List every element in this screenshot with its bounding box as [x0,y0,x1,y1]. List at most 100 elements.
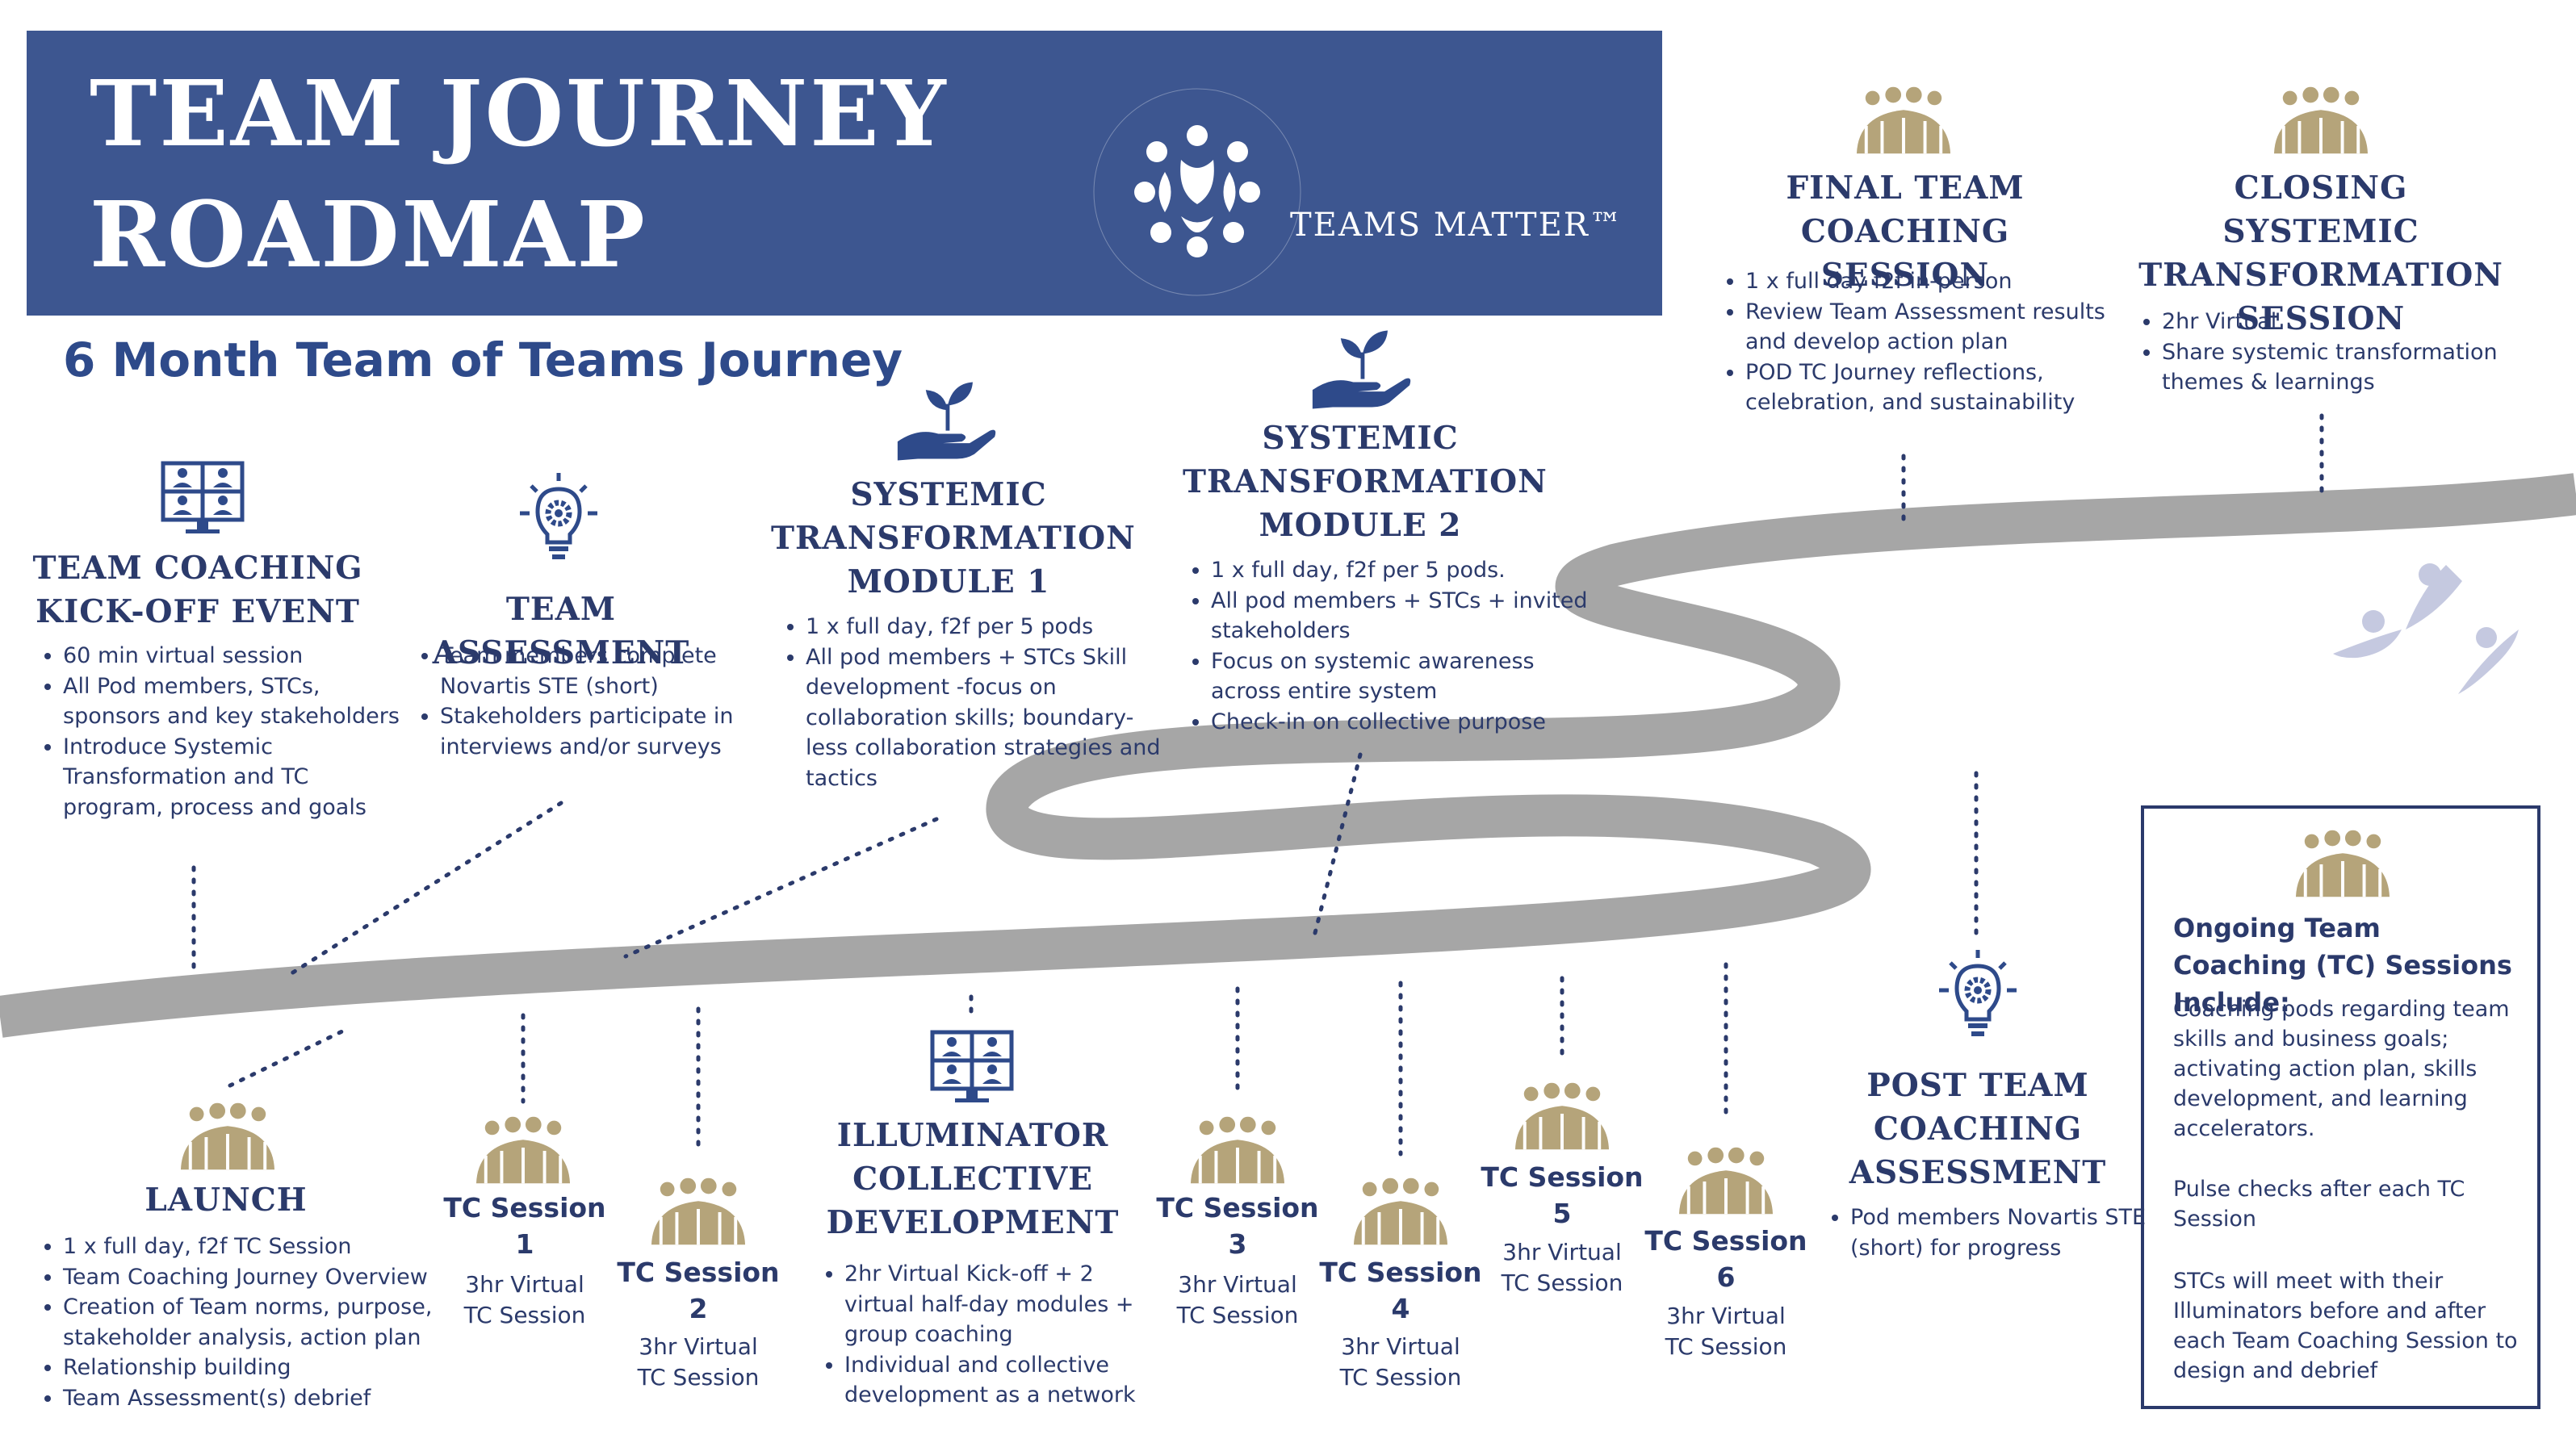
closing-title: CLOSING SYSTEMIC TRANSFORMATION SESSION [2135,166,2507,341]
tc-session-desc-line: 3hr Virtual [1341,1333,1460,1360]
bullet: 2hr Virtual [2162,307,2541,337]
group-icon [1514,1081,1611,1151]
tc-session-title: TC Session [1481,1161,1644,1193]
group-icon [1855,86,1952,155]
title-line-2: ROADMAP [90,182,647,288]
group-icon [2294,829,2391,898]
video-conference-icon [927,1029,1017,1105]
tc-session-3-desc: 3hr Virtual TC Session [1149,1269,1326,1331]
bullet: All pod members + STCs + invited stakeho… [1211,586,1590,646]
page-subtitle: 6 Month Team of Teams Journey [63,333,903,387]
ongoing-coaching-panel: Ongoing Team Coaching (TC) Sessions Incl… [2141,805,2540,1409]
bullet: Pod members Novartis STE (short) for pro… [1850,1202,2157,1263]
tc-session-desc-line: TC Session [1339,1364,1462,1391]
launch-title-line: LAUNCH [145,1182,308,1219]
tc-session-number: 2 [689,1293,708,1324]
post-assessment-title-line: COACHING [1873,1110,2083,1148]
bullet: Check-in on collective purpose [1211,707,1590,738]
bullet: 2hr Virtual Kick-off + 2 virtual half-da… [844,1259,1167,1350]
tc-session-number: 4 [1391,1293,1410,1324]
group-icon [1678,1146,1774,1215]
tc-session-desc-line: 3hr Virtual [465,1271,584,1298]
tc-session-desc-line: 3hr Virtual [1666,1303,1786,1329]
tc-session-desc-line: TC Session [1501,1269,1623,1296]
illuminator-title: ILLUMINATOR COLLECTIVE DEVELOPMENT [795,1114,1150,1244]
group-icon [475,1115,572,1185]
tc-session-desc-line: 3hr Virtual [1178,1271,1297,1298]
closing-bullets: 2hr Virtual Share systemic transformatio… [2138,307,2541,398]
tc-session-2-desc: 3hr Virtual TC Session [609,1332,787,1393]
final-title-line: FINAL TEAM [1786,169,2025,207]
illuminator-title-line: DEVELOPMENT [826,1204,1120,1241]
tc-session-desc-line: 3hr Virtual [639,1333,758,1360]
lightbulb-gear-icon [1931,948,2025,1039]
post-assessment-title-line: POST TEAM [1866,1067,2089,1104]
tc-session-title: TC Session [1644,1225,1807,1257]
ongoing-heading: Ongoing Team Coaching (TC) Sessions Incl… [2173,913,2512,1018]
tc-session-desc-line: 3hr Virtual [1502,1239,1622,1265]
tc-session-6-label: TC Session 6 [1637,1223,1815,1295]
post-assessment-bullets: Pod members Novartis STE (short) for pro… [1826,1202,2157,1263]
tc-session-number: 3 [1228,1228,1247,1260]
kickoff-title-line: TEAM COACHING [32,550,363,587]
tc-session-4-label: TC Session 4 [1312,1254,1489,1327]
bullet: All pod members + STCs Skill development… [806,642,1161,794]
launch-bullets: 1 x full day, f2f TC Session Team Coachi… [39,1232,467,1413]
jumping-people-icon [2333,563,2519,694]
final-title: FINAL TEAM COACHING SESSION [1719,166,2091,297]
bullet: Focus on systemic awareness across entir… [1211,646,1590,707]
module2-title-line: SYSTEMIC [1262,420,1459,457]
bullet: 1 x full day, f2f per 5 pods [806,612,1161,642]
bullet: Review Team Assessment results and devel… [1745,297,2125,358]
lightbulb-gear-icon [512,471,605,562]
module1-title-line: SYSTEMIC [850,476,1047,513]
tc-session-1-desc: 3hr Virtual TC Session [436,1269,614,1331]
module1-title-line: TRANSFORMATION [771,520,1136,557]
ongoing-paragraph: Pulse checks after each TC Session [2173,1177,2465,1232]
tc-session-1-label: TC Session 1 [436,1190,614,1262]
kickoff-title: TEAM COACHING KICK-OFF EVENT [32,546,363,634]
tc-session-title: TC Session [1156,1192,1319,1223]
tc-session-5-desc: 3hr Virtual TC Session [1473,1237,1651,1299]
final-bullets: 1 x full day f2f in-person Review Team A… [1721,266,2125,418]
kickoff-title-line: KICK-OFF EVENT [36,593,360,630]
module1-title-line: MODULE 1 [847,563,1050,600]
bullet: Team members complete Novartis STE (shor… [440,641,755,701]
tc-session-desc-line: TC Session [463,1302,586,1328]
module2-bullets: 1 x full day, f2f per 5 pods. All pod me… [1187,555,1590,737]
module2-title: SYSTEMIC TRANSFORMATION MODULE 2 [1183,416,1547,547]
module1-title: SYSTEMIC TRANSFORMATION MODULE 1 [771,473,1136,604]
tc-session-desc-line: TC Session [637,1364,760,1391]
bullet: Share systemic transformation themes & l… [2162,337,2541,398]
tc-session-3-label: TC Session 3 [1149,1190,1326,1262]
bullet: Stakeholders participate in interviews a… [440,701,755,762]
group-icon [179,1102,276,1171]
bullet: 60 min virtual session [63,641,410,671]
bullet: Team Coaching Journey Overview [63,1262,467,1293]
bullet: Relationship building [63,1353,467,1383]
bullet: Introduce Systemic Transformation and TC… [63,732,410,823]
bullet: All Pod members, STCs, sponsors and key … [63,671,410,732]
group-icon [1189,1115,1286,1185]
group-icon [1352,1177,1449,1246]
tc-session-desc-line: TC Session [1665,1333,1787,1360]
assessment-title-line: TEAM ASSESSMENT [432,591,690,671]
tc-session-desc-line: TC Session [1176,1302,1299,1328]
closing-title-line: SESSION [2236,300,2406,337]
ongoing-paragraph: Coaching pods regarding team skills and … [2173,997,2510,1141]
module2-title-line: MODULE 2 [1259,507,1462,544]
video-conference-icon [157,460,248,536]
module1-bullets: 1 x full day, f2f per 5 pods All pod mem… [781,612,1161,793]
tc-session-number: 6 [1716,1261,1736,1293]
bullet: 1 x full day, f2f per 5 pods. [1211,555,1590,586]
closing-title-line: TRANSFORMATION [2138,257,2503,294]
tc-session-title: TC Session [443,1192,606,1223]
bullet: Team Assessment(s) debrief [63,1383,467,1414]
tc-session-title: TC Session [617,1257,780,1288]
bullet: Creation of Team norms, purpose, stakeho… [63,1292,467,1353]
launch-title: LAUNCH [65,1178,387,1222]
group-icon [2272,86,2369,155]
teams-matter-logo-icon [1093,88,1301,296]
kickoff-bullets: 60 min virtual session All Pod members, … [39,641,410,822]
tc-session-number: 5 [1552,1198,1572,1229]
